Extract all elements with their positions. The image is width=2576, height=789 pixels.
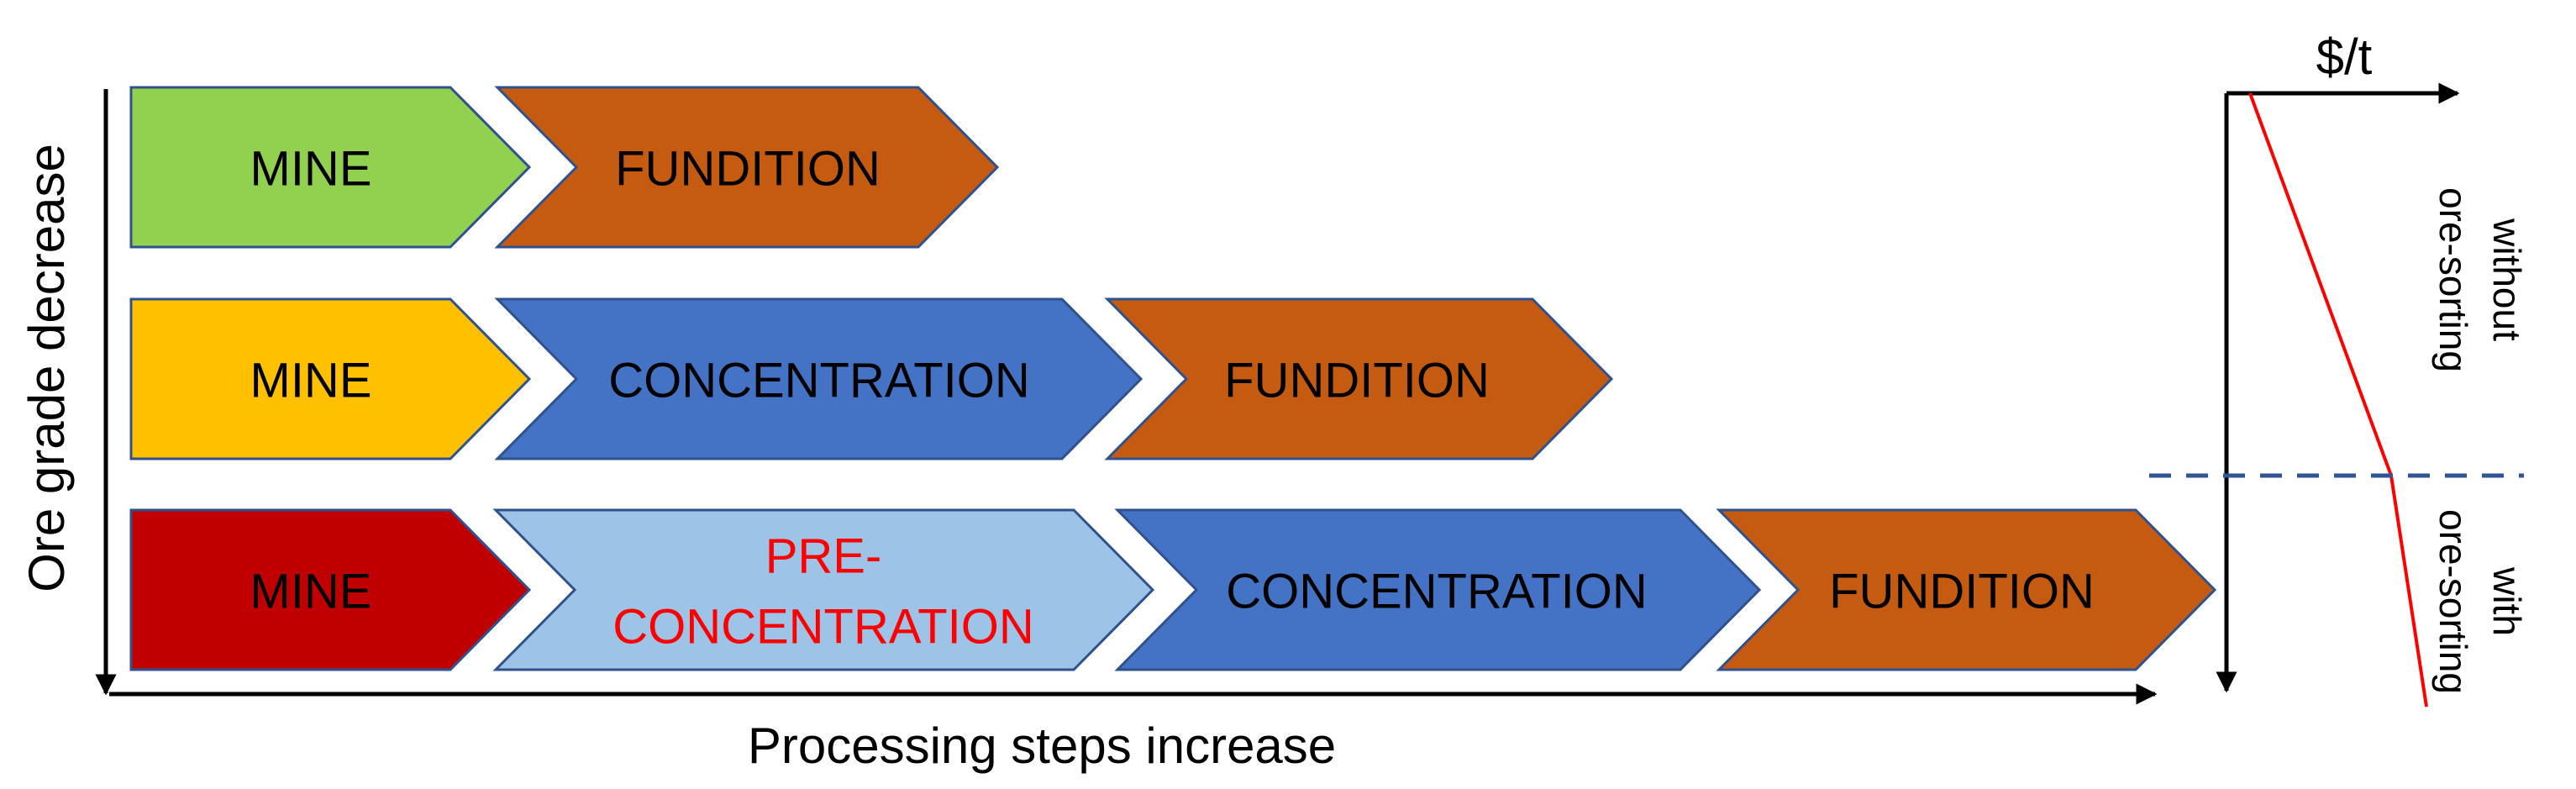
fundition-step-arrow [494,86,1000,249]
without-ore-sorting-label: ore-sorting [2431,187,2475,372]
pre-concentration-step-arrow [492,508,1155,671]
pre-concentration-label-line2: CONCENTRATION [612,600,1034,655]
cost-axis-label: $/t [2316,29,2373,85]
process-row-2: MINE CONCENTRATION FUNDITION [129,297,1614,460]
x-axis-label: Processing steps increase [748,718,1336,774]
fundition-step-label: FUNDITION [1224,354,1490,408]
process-row-3: MINE PRE- CONCENTRATION CONCENTRATION FU… [129,508,2217,671]
mine-step-arrow [129,297,532,460]
concentration-step-label: CONCENTRATION [1226,565,1648,619]
y-axis-label: Ore grade decrease [18,144,75,592]
concentration-step-label: CONCENTRATION [608,354,1030,408]
mine-step-label: MINE [250,565,372,619]
fundition-step-label: FUNDITION [615,142,881,197]
fundition-step-arrow [1104,297,1614,460]
mine-step-label: MINE [250,142,372,197]
without-label: without [2485,218,2529,341]
process-row-1: MINE FUNDITION [129,86,1000,249]
mine-step-label: MINE [250,354,372,408]
cost-panel: $/t without ore-sorting with ore-sorting [2149,29,2529,707]
fundition-step-arrow [1716,508,2217,671]
fundition-step-label: FUNDITION [1829,565,2095,619]
cost-trend-line [2248,92,2428,707]
mine-step-arrow [129,508,532,671]
with-ore-sorting-label: ore-sorting [2431,509,2475,694]
pre-concentration-label-line1: PRE- [765,529,882,584]
concentration-step-arrow [1114,508,1762,671]
concentration-step-arrow [494,297,1143,460]
with-label: with [2485,566,2529,636]
mine-step-arrow [129,86,532,249]
